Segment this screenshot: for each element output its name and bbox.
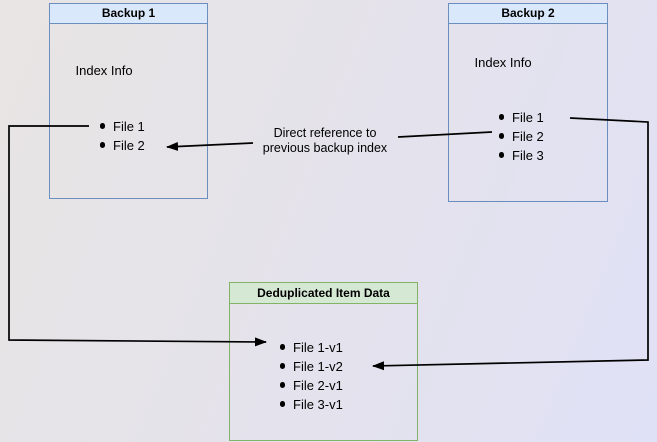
file-label: File 1 (512, 109, 544, 125)
list-item: File 1 (99, 117, 145, 136)
bullet-icon (99, 123, 105, 129)
bullet-icon (279, 382, 285, 388)
file-label: File 1-v2 (293, 358, 343, 374)
file-label: File 2 (113, 137, 145, 153)
dedup-box: Deduplicated Item Data File 1-v1 File 1-… (229, 282, 418, 441)
file-label: File 1 (113, 118, 145, 134)
list-item: File 1 (498, 108, 544, 127)
bullet-icon (279, 401, 285, 407)
dedup-item-list: File 1-v1 File 1-v2 File 2-v1 File 3-v1 (279, 338, 343, 414)
bullet-icon (498, 152, 504, 158)
bullet-icon (498, 114, 504, 120)
backup1-header: Backup 1 (50, 4, 207, 24)
file-label: File 3 (512, 147, 544, 163)
backup2-header: Backup 2 (449, 4, 607, 24)
list-item: File 2 (498, 127, 544, 146)
bullet-icon (99, 142, 105, 148)
list-item: File 2-v1 (279, 376, 343, 395)
file-label: File 2-v1 (293, 377, 343, 393)
dedup-header: Deduplicated Item Data (230, 283, 417, 304)
list-item: File 3-v1 (279, 395, 343, 414)
list-item: File 2 (99, 136, 145, 155)
list-item: File 1-v2 (279, 357, 343, 376)
file-label: File 3-v1 (293, 396, 343, 412)
bullet-icon (279, 363, 285, 369)
direct-reference-annotation: Direct reference to previous backup inde… (262, 126, 388, 155)
bullet-icon (498, 133, 504, 139)
bullet-icon (279, 344, 285, 350)
backup2-box: Backup 2 Index Info File 1 File 2 File 3 (448, 3, 608, 202)
backup1-file-list: File 1 File 2 (99, 117, 145, 155)
backup1-box: Backup 1 Index Info File 1 File 2 (49, 3, 208, 199)
list-item: File 3 (498, 146, 544, 165)
backup1-index-info-label: Index Info (75, 62, 133, 78)
backup2-index-info-label: Index Info (474, 54, 532, 70)
file-label: File 2 (512, 128, 544, 144)
file-label: File 1-v1 (293, 339, 343, 355)
backup2-file-list: File 1 File 2 File 3 (498, 108, 544, 165)
list-item: File 1-v1 (279, 338, 343, 357)
